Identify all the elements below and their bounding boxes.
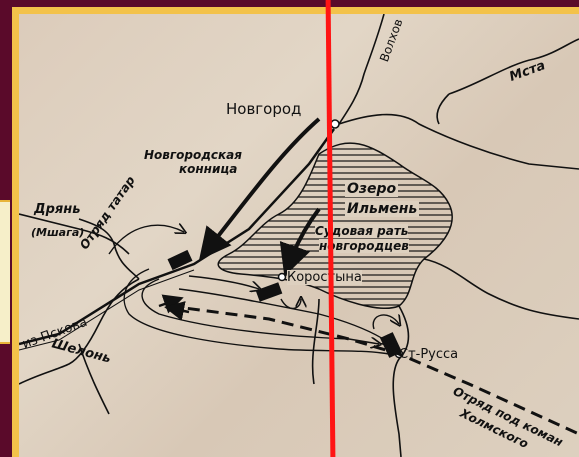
river-volkhov [338, 14, 385, 125]
army-unit-shelon [167, 249, 193, 271]
korostyna-marker [277, 272, 287, 282]
road [19, 128, 336, 346]
cavalry-arrow [199, 117, 321, 261]
river-msta [448, 38, 579, 95]
map-drawing [19, 14, 579, 457]
label-sudovaya-2: новгородцев [319, 239, 409, 253]
label-st-russa: Ст-Русса [399, 347, 459, 362]
label-ozero: Озеро [345, 181, 399, 197]
tatar-arrow [108, 225, 184, 255]
novgorod-marker [330, 119, 340, 129]
label-novgorod-cavalry-1: Новгородская [144, 148, 242, 162]
side-panel [0, 200, 10, 344]
dashed-route [168, 304, 579, 436]
label-ilmen: Ильмень [345, 201, 420, 217]
river-mshaga [19, 213, 130, 255]
label-korostyna: Коростына [287, 270, 362, 285]
label-novgorod: Новгород [226, 100, 302, 118]
label-sudovaya-1: Судовая рать [315, 224, 409, 238]
historical-map: Новгород Волхов Мста Новгородская конниц… [19, 14, 579, 457]
label-novgorod-cavalry-2: конница [179, 162, 238, 176]
army-unit-korostyna [255, 282, 283, 302]
fleet-arrow [279, 207, 321, 277]
label-mshaga: (Мшага) [31, 226, 85, 239]
label-dryan: Дрянь [34, 202, 81, 217]
